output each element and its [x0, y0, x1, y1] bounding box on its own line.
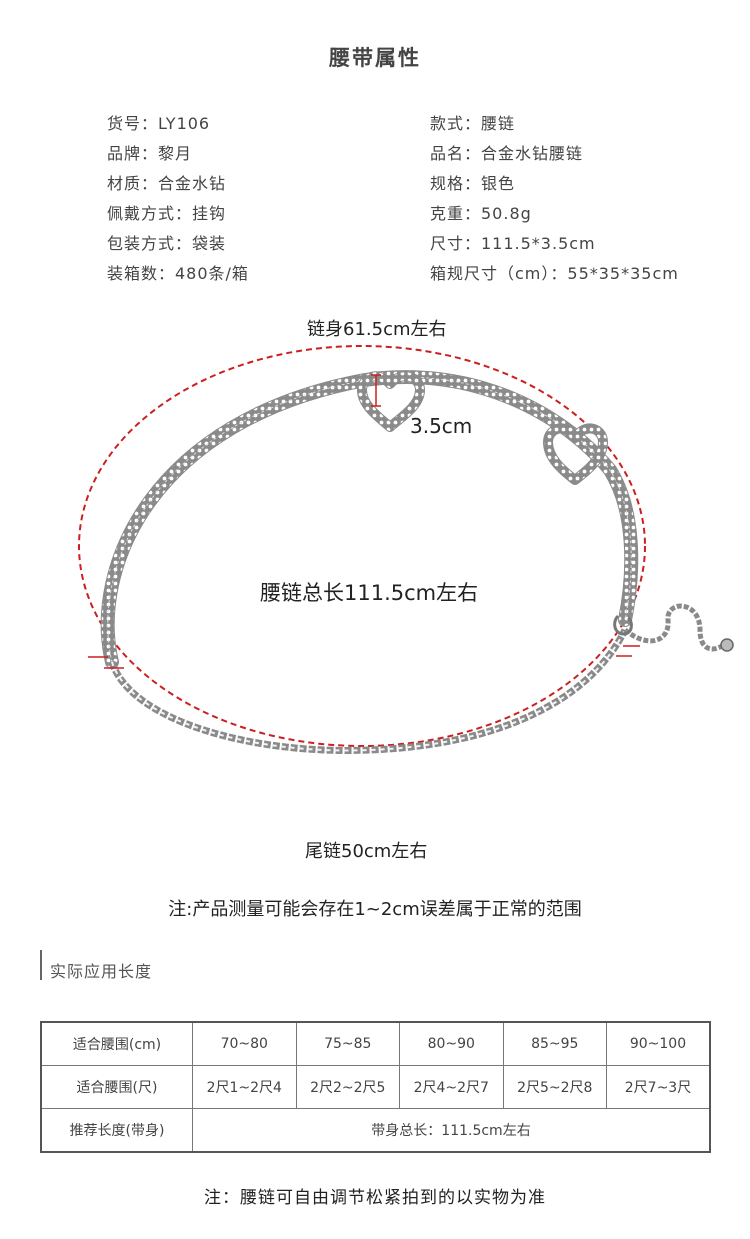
row-header-waist-chi: 适合腰围(尺)	[40, 1065, 193, 1109]
chain-body-label: 链身61.5cm左右	[307, 319, 447, 340]
table-cell: 2尺5~2尺8	[502, 1065, 607, 1109]
page-title: 腰带属性	[329, 46, 421, 70]
attr-size: 尺寸：111.5*3.5cm	[430, 234, 596, 253]
attr-spec: 规格：银色	[430, 174, 516, 193]
recommended-length-cell: 带身总长：111.5cm左右	[192, 1108, 711, 1153]
end-bead	[720, 638, 734, 652]
measurement-note: 注:产品测量可能会存在1~2cm误差属于正常的范围	[168, 899, 582, 920]
rhinestone-band	[100, 370, 639, 669]
length-ticks	[88, 645, 640, 669]
width-label: 3.5cm	[410, 414, 473, 438]
heart-charm-2	[543, 423, 608, 485]
attr-product-name: 品名：合金水钻腰链	[430, 144, 584, 163]
table-row: 适合腰围(尺) 2尺1~2尺4 2尺2~2尺5 2尺4~2尺7 2尺5~2尺8 …	[40, 1065, 711, 1109]
table-cell: 70~80	[192, 1021, 297, 1066]
tail-chain-label: 尾链50cm左右	[305, 841, 428, 862]
table-cell: 2尺7~3尺	[606, 1065, 711, 1109]
row-header-recommended: 推荐长度(带身)	[40, 1108, 193, 1153]
table-cell: 85~95	[502, 1021, 607, 1066]
table-row: 推荐长度(带身) 带身总长：111.5cm左右	[40, 1108, 711, 1153]
link-chain	[108, 628, 629, 754]
attr-brand: 品牌：黎月	[107, 144, 193, 163]
attr-material: 材质：合金水钻	[107, 174, 227, 193]
attr-packing: 包装方式：袋装	[107, 234, 227, 253]
width-marker	[371, 374, 381, 407]
section-title: 实际应用长度	[50, 962, 153, 981]
table-cell: 80~90	[399, 1021, 504, 1066]
table-row: 适合腰围(cm) 70~80 75~85 80~90 85~95 90~100	[40, 1021, 711, 1066]
attr-item-number: 货号：LY106	[107, 114, 211, 133]
attr-wearing: 佩戴方式：挂钩	[107, 204, 227, 223]
table-cell: 75~85	[295, 1021, 400, 1066]
row-header-waist-cm: 适合腰围(cm)	[40, 1021, 193, 1066]
total-length-label: 腰链总长111.5cm左右	[260, 581, 479, 605]
table-cell: 90~100	[606, 1021, 711, 1066]
size-table: 适合腰围(cm) 70~80 75~85 80~90 85~95 90~100 …	[40, 1021, 711, 1153]
adjust-note: 注：腰链可自由调节松紧拍到的以实物为准	[204, 1188, 546, 1208]
extension-chain	[623, 603, 724, 652]
attr-style: 款式：腰链	[430, 114, 516, 133]
dashed-outline	[78, 345, 646, 747]
hook	[613, 614, 633, 636]
product-diagram: 链身61.5cm左右 3.5cm 腰链总长111.5cm左右 尾链50cm左右	[0, 300, 750, 862]
attr-weight: 克重：50.8g	[430, 204, 532, 223]
attr-box-qty: 装箱数：480条/箱	[107, 264, 249, 283]
heart-charm-1	[357, 371, 425, 432]
table-cell: 2尺4~2尺7	[399, 1065, 504, 1109]
table-cell: 2尺1~2尺4	[192, 1065, 297, 1109]
waist-chain-illustration	[78, 345, 734, 754]
table-cell: 2尺2~2尺5	[295, 1065, 400, 1109]
section-accent-bar	[40, 950, 42, 980]
attr-carton-size: 箱规尺寸（cm）：55*35*35cm	[430, 264, 679, 283]
